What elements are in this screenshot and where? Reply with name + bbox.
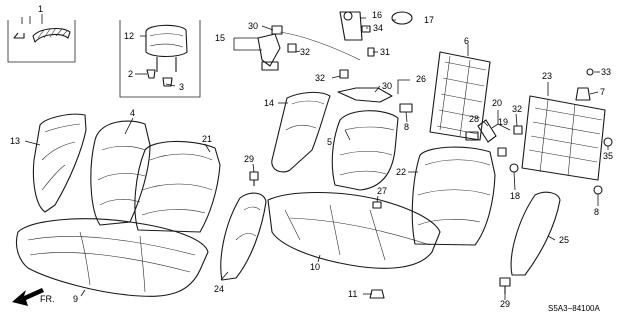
bolt-29-left-part <box>249 171 259 186</box>
right-side-cover-part <box>510 191 561 276</box>
callout-12: 12 <box>124 31 134 41</box>
bolt-29-right-part <box>499 277 511 294</box>
callout-11: 11 <box>348 289 357 299</box>
callout-29-right: 29 <box>500 299 510 309</box>
callout-6: 6 <box>464 36 469 46</box>
callout-labels: 1 12 2 3 4 13 21 9 29 24 14 15 30 32 32 … <box>10 4 613 309</box>
callout-32-mid: 32 <box>315 73 325 83</box>
leader-lines <box>21 14 609 300</box>
callout-27: 27 <box>377 186 387 196</box>
latch-assembly-part <box>257 11 413 103</box>
front-direction-arrow: FR. <box>12 288 55 306</box>
callout-9: 9 <box>73 294 78 304</box>
headrest-guide-part <box>146 69 173 87</box>
callout-16: 16 <box>372 10 382 20</box>
callout-10: 10 <box>310 262 320 272</box>
seat-cushion-pad-part <box>267 192 441 269</box>
back-pad-right-part <box>411 146 496 246</box>
clip-11-part <box>369 289 385 299</box>
callout-8-left: 8 <box>404 122 409 132</box>
diagram-code: S5A3−84100A <box>548 304 600 313</box>
callout-18: 18 <box>510 191 520 201</box>
callout-22: 22 <box>396 167 406 177</box>
callout-30-mid: 30 <box>382 81 392 91</box>
callout-4: 4 <box>130 108 135 118</box>
inset-frame-springs <box>7 20 76 63</box>
callout-5: 5 <box>327 137 332 147</box>
callout-30-top: 30 <box>248 21 258 31</box>
side-panel-part <box>220 192 267 281</box>
seat-cushion-cover-part <box>15 218 209 297</box>
seat-back-cover-right-part <box>134 140 221 233</box>
callout-3: 3 <box>179 82 184 92</box>
callout-32-right: 32 <box>512 104 522 114</box>
inset-frame-headrest <box>119 20 201 98</box>
callout-13: 13 <box>10 136 20 146</box>
callout-25: 25 <box>559 235 569 245</box>
front-indicator-label: FR. <box>40 294 55 304</box>
callout-29-left: 29 <box>244 154 254 164</box>
headrest-part <box>145 24 188 72</box>
seat-back-cover-left-part <box>90 120 151 226</box>
back-frame-right-part <box>521 95 606 181</box>
hardware-parts <box>399 68 613 195</box>
back-frame-left-part <box>429 51 491 141</box>
callout-32-top: 32 <box>300 47 310 57</box>
callout-8-right: 8 <box>594 207 599 217</box>
callout-20: 20 <box>492 98 502 108</box>
callout-23: 23 <box>542 71 552 81</box>
callout-33: 33 <box>601 67 611 77</box>
clip-27-part <box>372 201 382 209</box>
callout-34: 34 <box>373 23 383 33</box>
left-side-cover-part <box>32 113 87 213</box>
callout-28: 28 <box>469 114 479 124</box>
callout-19: 19 <box>498 117 508 127</box>
callout-35: 35 <box>603 151 613 161</box>
callout-17: 17 <box>424 15 434 25</box>
callout-26: 26 <box>416 74 426 84</box>
callout-21: 21 <box>202 134 212 144</box>
spring-clip-set-part <box>13 27 71 43</box>
armrest-trim-part <box>271 91 331 173</box>
callout-24: 24 <box>214 284 224 294</box>
callout-1: 1 <box>38 4 43 14</box>
callout-15: 15 <box>215 33 225 43</box>
callout-2: 2 <box>128 69 133 79</box>
back-frame-part <box>331 110 399 191</box>
callout-31: 31 <box>380 47 390 57</box>
callout-14: 14 <box>264 98 274 108</box>
callout-7: 7 <box>600 87 605 97</box>
